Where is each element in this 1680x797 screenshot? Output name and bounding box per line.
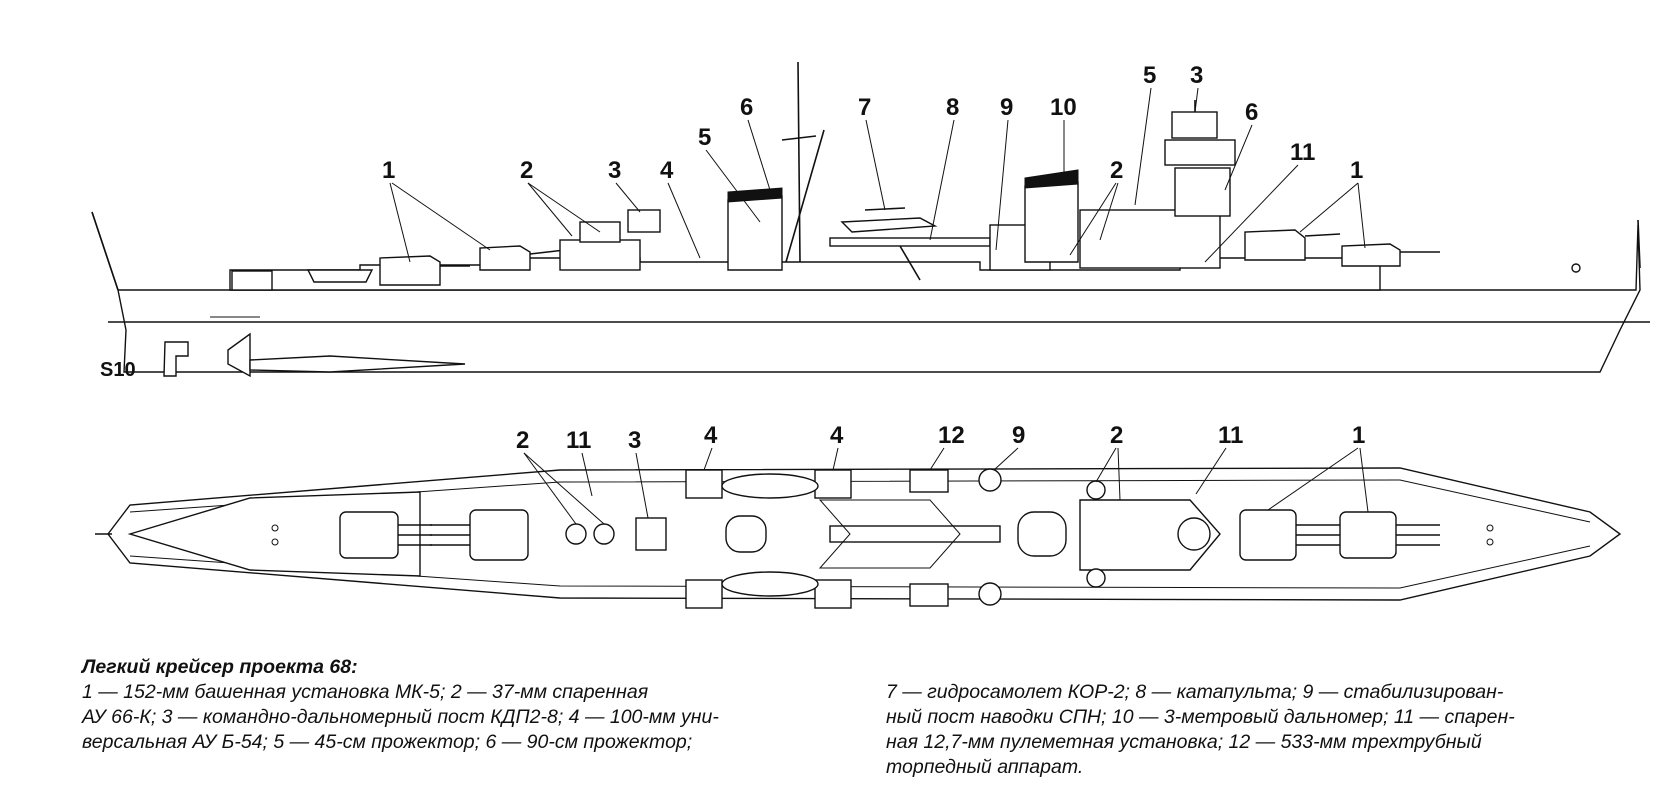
funnel-aft	[727, 195, 783, 271]
caption-line: торпедный аппарат.	[886, 756, 1084, 778]
seaplane	[840, 217, 938, 233]
caption-line: ный пост наводки СПН; 10 — 3-метровый да…	[886, 706, 1515, 728]
plan-callout: 1	[1352, 422, 1365, 449]
propeller-shaft	[249, 355, 466, 373]
caption-title: Легкий крейсер проекта 68:	[82, 656, 358, 678]
side-callout: 1	[1350, 157, 1363, 184]
plan-100mm-mount	[814, 469, 852, 499]
mainmast	[797, 61, 801, 263]
side-callout: 3	[608, 157, 621, 184]
funnel-fwd	[1024, 181, 1079, 263]
turret-aft-2	[479, 245, 531, 271]
caption-left: Легкий крейсер проекта 68: 1 — 152-мм ба…	[82, 655, 852, 755]
plan-catapult	[829, 525, 1001, 543]
plan-callout: 4	[830, 422, 844, 449]
side-view: S10	[91, 61, 1650, 381]
plan-callouts: 2 11 3 4 4 12 9 2 11 1	[516, 422, 1369, 525]
plan-torpedo-tube	[909, 469, 949, 493]
plan-torpedo-tube	[909, 583, 949, 607]
side-callout: 5	[698, 124, 711, 151]
side-callout: 6	[1245, 99, 1258, 126]
cruiser-drawing: S10 1 2 3 4 5 6 7 8 9 10 5 3 6 2 11 1	[91, 61, 1650, 609]
plan-turret-aft-2	[339, 511, 399, 559]
side-callout: 3	[1190, 62, 1203, 89]
plan-100mm-mount	[685, 469, 723, 499]
rudder	[163, 341, 189, 377]
plan-callout: 11	[1218, 422, 1243, 449]
catapult	[829, 237, 991, 247]
plan-view	[95, 467, 1622, 609]
caption-line: 1 — 152-мм башенная установка МК-5; 2 — …	[82, 681, 649, 703]
plan-callout: 3	[628, 427, 641, 454]
plan-funnel-fwd	[1017, 511, 1067, 557]
caption-line: ная 12,7-мм пулеметная установка; 12 — 5…	[886, 731, 1482, 753]
plan-callout: 11	[566, 427, 591, 454]
propeller	[227, 332, 251, 378]
side-callout: 10	[1050, 94, 1077, 121]
plan-100mm-mount	[814, 579, 852, 609]
turret-fwd-2	[1341, 243, 1401, 267]
side-callout: 9	[1000, 94, 1013, 121]
plan-turret-aft-1	[469, 509, 529, 561]
turret-aft-1	[379, 255, 441, 286]
caption-line: версальная АУ Б-54; 5 — 45-см прожектор;…	[82, 731, 693, 753]
side-callout: 6	[740, 94, 753, 121]
plan-100mm-mount	[685, 579, 723, 609]
caption-right: 7 — гидросамолет КОР-2; 8 — катапульта; …	[886, 680, 1646, 780]
side-callout: 1	[382, 157, 395, 184]
plan-callout: 9	[1012, 422, 1025, 449]
side-callout: 5	[1143, 62, 1156, 89]
side-callouts: 1 2 3 4 5 6 7 8 9 10 5 3 6 2 11 1	[382, 62, 1366, 263]
plan-funnel-aft	[725, 515, 767, 553]
scale-label: S10	[100, 359, 136, 381]
plan-turret-fwd-2	[1339, 511, 1397, 559]
side-callout: 7	[858, 94, 871, 121]
aft-director	[627, 209, 661, 233]
side-callout: 11	[1290, 139, 1315, 166]
side-callout: 8	[946, 94, 959, 121]
caption-line: 7 — гидросамолет КОР-2; 8 — катапульта; …	[886, 681, 1504, 703]
plan-callout: 12	[938, 422, 965, 449]
hull-side	[91, 211, 1641, 373]
side-callout: 4	[660, 157, 674, 184]
caption-line: АУ 66-К; 3 — командно-дальномерный пост …	[82, 706, 719, 728]
side-callout: 2	[520, 157, 533, 184]
plan-turret-fwd-1	[1239, 509, 1297, 561]
turret-fwd-1	[1244, 229, 1306, 261]
plan-callout: 4	[704, 422, 718, 449]
plan-callout: 2	[516, 427, 529, 454]
side-callout: 2	[1110, 157, 1123, 184]
fwd-director	[1171, 111, 1218, 139]
plan-callout: 2	[1110, 422, 1123, 449]
